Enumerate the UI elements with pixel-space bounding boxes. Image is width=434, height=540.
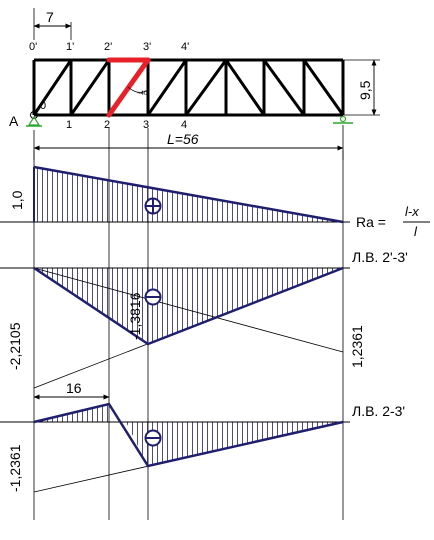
ra-formula-denominator: l [414, 224, 418, 239]
lv23p-left-value: -2,2105 [7, 322, 23, 370]
right-support [333, 115, 353, 124]
node-label-3: 3 [143, 119, 149, 131]
ra-sign [144, 197, 162, 215]
svg-text:9,5: 9,5 [357, 80, 373, 100]
lv23p-right-value: 1,2361 [349, 325, 365, 368]
angle-label: ~40° [137, 91, 150, 97]
top-node-labels: 0' 1' 2' 3' 4' [29, 41, 189, 53]
ra-left-value: 1,0 [9, 190, 25, 210]
svg-text:L=56: L=56 [167, 131, 199, 147]
ra-diagram-line [33, 165, 344, 224]
lv23-sign [144, 429, 162, 447]
node-support-a [30, 111, 38, 119]
lv23p-diagram-line [33, 266, 344, 346]
truss-verticals [32, 60, 345, 115]
truss-diagonals [32, 59, 345, 116]
node-label-0: 0 [40, 100, 46, 112]
lv23p-peak-value: -1,3816 [127, 292, 143, 340]
svg-text:16: 16 [66, 380, 82, 396]
lv23-left-value: -1,2361 [7, 444, 23, 492]
influence-line-ra: 1,0 Ra = l-x l [0, 165, 430, 239]
lv23-offset-dimension: 16 [33, 380, 110, 400]
node-label-2: 2 [104, 119, 110, 131]
truss: ~40° 0' 1' 2' 3' 4' 0 1 2 3 4 A [9, 8, 380, 160]
lv23p-hatch [34, 268, 343, 344]
node-label-1: 1 [66, 119, 72, 131]
span-dimension: L=56 [33, 125, 344, 160]
node-label-2p: 2' [104, 41, 112, 53]
ra-formula-numerator: l-x [405, 204, 419, 219]
height-dimension: 9,5 [343, 59, 380, 116]
lv23p-sign [144, 288, 162, 306]
lv23-diagram-line [33, 402, 344, 468]
influence-line-2-3p: Л.В. 2-3' -1,2361 16 [0, 380, 405, 493]
node-label-1p: 1' [66, 41, 74, 53]
node-label-4: 4 [181, 119, 187, 131]
node-label-3p: 3' [143, 41, 151, 53]
node-label-0p: 0' [29, 41, 37, 53]
svg-text:7: 7 [46, 9, 54, 25]
node-label-4p: 4' [181, 41, 189, 53]
left-support [26, 115, 42, 127]
support-label-a: A [9, 113, 19, 129]
lv23p-auxiliary-right [33, 267, 344, 353]
lv23p-label: Л.В. 2'-3' [352, 249, 408, 265]
influence-line-2p-3p: Л.В. 2'-3' -2,2105 -1,3816 1,2361 [0, 249, 408, 389]
panel-dimension: 7 [33, 8, 72, 40]
bottom-node-labels: 0 1 2 3 4 [40, 100, 187, 131]
angle-arc [127, 86, 149, 93]
ra-formula-prefix: Ra = [356, 214, 386, 230]
lv23-label: Л.В. 2-3' [352, 403, 405, 419]
